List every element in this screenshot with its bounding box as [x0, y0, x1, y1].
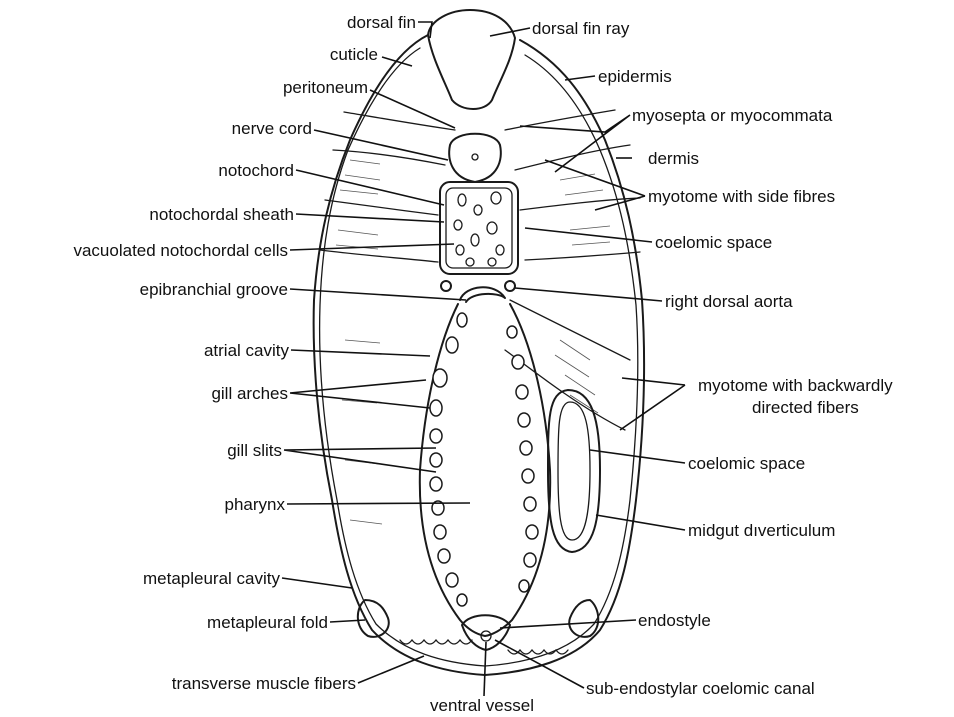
label-right-dorsal-aorta: right dorsal aorta [665, 292, 793, 311]
vacuolated-cells [454, 192, 504, 266]
label-epibranchial-groove: epibranchial groove [140, 280, 288, 299]
label-myotome-backward-line2: directed fibers [752, 398, 859, 417]
left-labels: dorsal fin cuticle peritoneum nerve cord… [73, 13, 534, 715]
body-section-drawing [314, 10, 644, 675]
cuticle-line [320, 48, 638, 666]
label-coelomic-space-upper: coelomic space [655, 233, 772, 252]
label-metapleural-fold: metapleural fold [207, 613, 328, 632]
epibranchial-groove-shape [460, 287, 505, 302]
label-cuticle: cuticle [330, 45, 378, 64]
label-vacuolated-notochordal-cells: vacuolated notochordal cells [73, 241, 288, 260]
midgut-diverticulum-shape [548, 390, 600, 552]
label-gill-arches: gill arches [211, 384, 288, 403]
right-metapleural-fold [569, 600, 598, 637]
label-metapleural-cavity: metapleural cavity [143, 569, 281, 588]
label-nerve-cord: nerve cord [232, 119, 312, 138]
label-myotome-side-fibres: myotome with side fibres [648, 187, 835, 206]
label-gill-slits: gill slits [227, 441, 282, 460]
left-dorsal-aorta-shape [441, 281, 451, 291]
label-sub-endostylar-canal: sub-endostylar coelomic canal [586, 679, 815, 698]
coelomic-space-lining [558, 402, 590, 540]
label-dorsal-fin-ray: dorsal fin ray [532, 19, 630, 38]
right-dorsal-aorta-shape [505, 281, 515, 291]
leader-lines [282, 22, 685, 696]
notochord-shape [440, 182, 518, 274]
label-atrial-cavity: atrial cavity [204, 341, 290, 360]
label-pharynx: pharynx [225, 495, 286, 514]
dorsal-fin-shape [428, 10, 515, 109]
label-midgut-diverticulum: midgut dıverticulum [688, 521, 835, 540]
gill-slits-left [430, 313, 467, 606]
muscle-fibre-hatching [336, 160, 610, 524]
transverse-muscle-edge [400, 640, 568, 654]
label-notochordal-sheath: notochordal sheath [149, 205, 294, 224]
label-dermis: dermis [648, 149, 699, 168]
label-epidermis: epidermis [598, 67, 672, 86]
label-endostyle: endostyle [638, 611, 711, 630]
label-myotome-backward-line1: myotome with backwardly [698, 376, 893, 395]
label-dorsal-fin: dorsal fin [347, 13, 416, 32]
nerve-cord-shape [449, 134, 501, 182]
label-peritoneum: peritoneum [283, 78, 368, 97]
label-ventral-vessel: ventral vessel [430, 696, 534, 715]
label-myosepta: myosepta or myocommata [632, 106, 833, 125]
label-transverse-muscle-fibers: transverse muscle fibers [172, 674, 356, 693]
label-notochord: notochord [218, 161, 294, 180]
notochord-sheath-inner [446, 188, 512, 268]
myosepta-lines [320, 110, 640, 430]
label-coelomic-space-lower: coelomic space [688, 454, 805, 473]
neural-canal [472, 154, 478, 160]
